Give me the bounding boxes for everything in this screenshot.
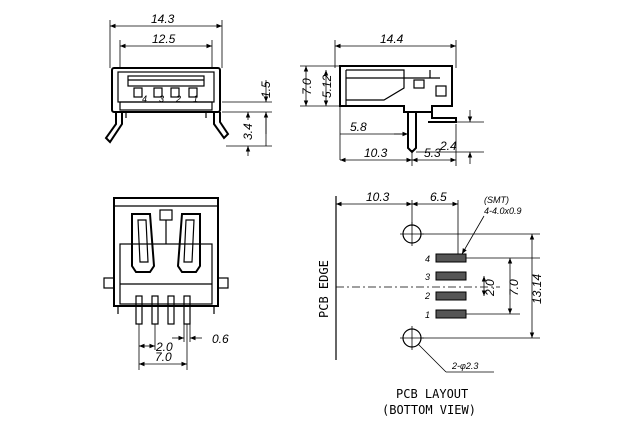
dim-side-body: 5.12 <box>320 74 334 98</box>
smt-note-line2: 4-4.0x0.9 <box>484 206 522 216</box>
dim-side-pos-b: 5.3 <box>424 146 441 160</box>
side-smt-lead <box>428 112 457 123</box>
pcb-pad-label-4: 4 <box>425 254 430 264</box>
front-shell <box>111 67 221 113</box>
front-pin-label-2: 2 <box>175 94 181 104</box>
dim-bottom-pitch: 2.0 <box>155 340 173 354</box>
dim-pcb-hole-span: 13.14 <box>530 274 544 304</box>
dim-overall-width: 14.3 <box>151 12 175 26</box>
bottom-spring-right <box>176 213 201 273</box>
front-pin-label-3: 3 <box>159 94 164 104</box>
dim-front-leg: 3.4 <box>241 123 255 140</box>
dim-side-height: 7.0 <box>300 78 314 95</box>
dim-pcb-edge-to-hole: 10.3 <box>366 190 390 204</box>
dim-side-pos-a: 10.3 <box>364 146 388 160</box>
front-left-leg <box>104 112 123 144</box>
front-pin-label-4: 4 <box>142 94 147 104</box>
dim-side-leg-height: 2.4 <box>439 139 457 153</box>
front-pin-label-1: 1 <box>193 94 198 104</box>
bottom-tab-left <box>103 277 115 289</box>
dim-pcb-hole-to-pad: 6.5 <box>430 190 447 204</box>
pcb-pad-label-1: 1 <box>425 310 430 320</box>
front-tongue <box>127 75 205 87</box>
dim-inner-width: 12.5 <box>152 32 176 46</box>
dim-side-leg-offset: 5.8 <box>350 120 367 134</box>
pcb-layout: PCB EDGE 10.3 6.5 (SMT) 4-4.0x0.9 4 <box>317 190 544 417</box>
pcb-pad-4 <box>435 253 467 263</box>
bottom-shell <box>113 197 219 307</box>
smt-note-line1: (SMT) <box>484 195 509 205</box>
bottom-view: 2.0 7.0 0.6 <box>103 197 229 370</box>
bottom-pins <box>135 295 191 325</box>
front-view: 14.3 12.5 4 3 2 1 1.5 <box>104 12 273 156</box>
pcb-hole-note: 2-φ2.3 <box>451 361 478 371</box>
pcb-pad-label-3: 3 <box>425 272 430 282</box>
dim-pcb-pad-pitch: 2.0 <box>483 279 497 297</box>
pcb-pad-3 <box>435 271 467 281</box>
dim-bottom-pin-width: 0.6 <box>212 332 229 346</box>
dim-front-height: 1.5 <box>259 81 273 98</box>
pcb-pad-label-2: 2 <box>424 291 430 301</box>
pcb-edge-label: PCB EDGE <box>317 260 331 318</box>
dim-side-length: 14.4 <box>380 32 404 46</box>
front-pins <box>133 87 198 98</box>
dim-pcb-pad-span: 7.0 <box>507 279 521 296</box>
pcb-pad-1 <box>435 309 467 319</box>
pcb-layout-subtitle: (BOTTOM VIEW) <box>382 403 476 417</box>
bottom-tab-right <box>217 277 229 289</box>
side-leg <box>407 112 417 154</box>
front-right-leg <box>213 112 230 140</box>
dim-bottom-span: 7.0 <box>155 350 172 364</box>
pcb-layout-title: PCB LAYOUT <box>396 387 468 401</box>
pcb-pad-2 <box>435 291 467 301</box>
side-view: 14.4 7.0 5.12 5.8 2.4 10.3 <box>300 32 484 166</box>
side-body <box>339 65 453 113</box>
bottom-spring-left <box>131 213 156 273</box>
